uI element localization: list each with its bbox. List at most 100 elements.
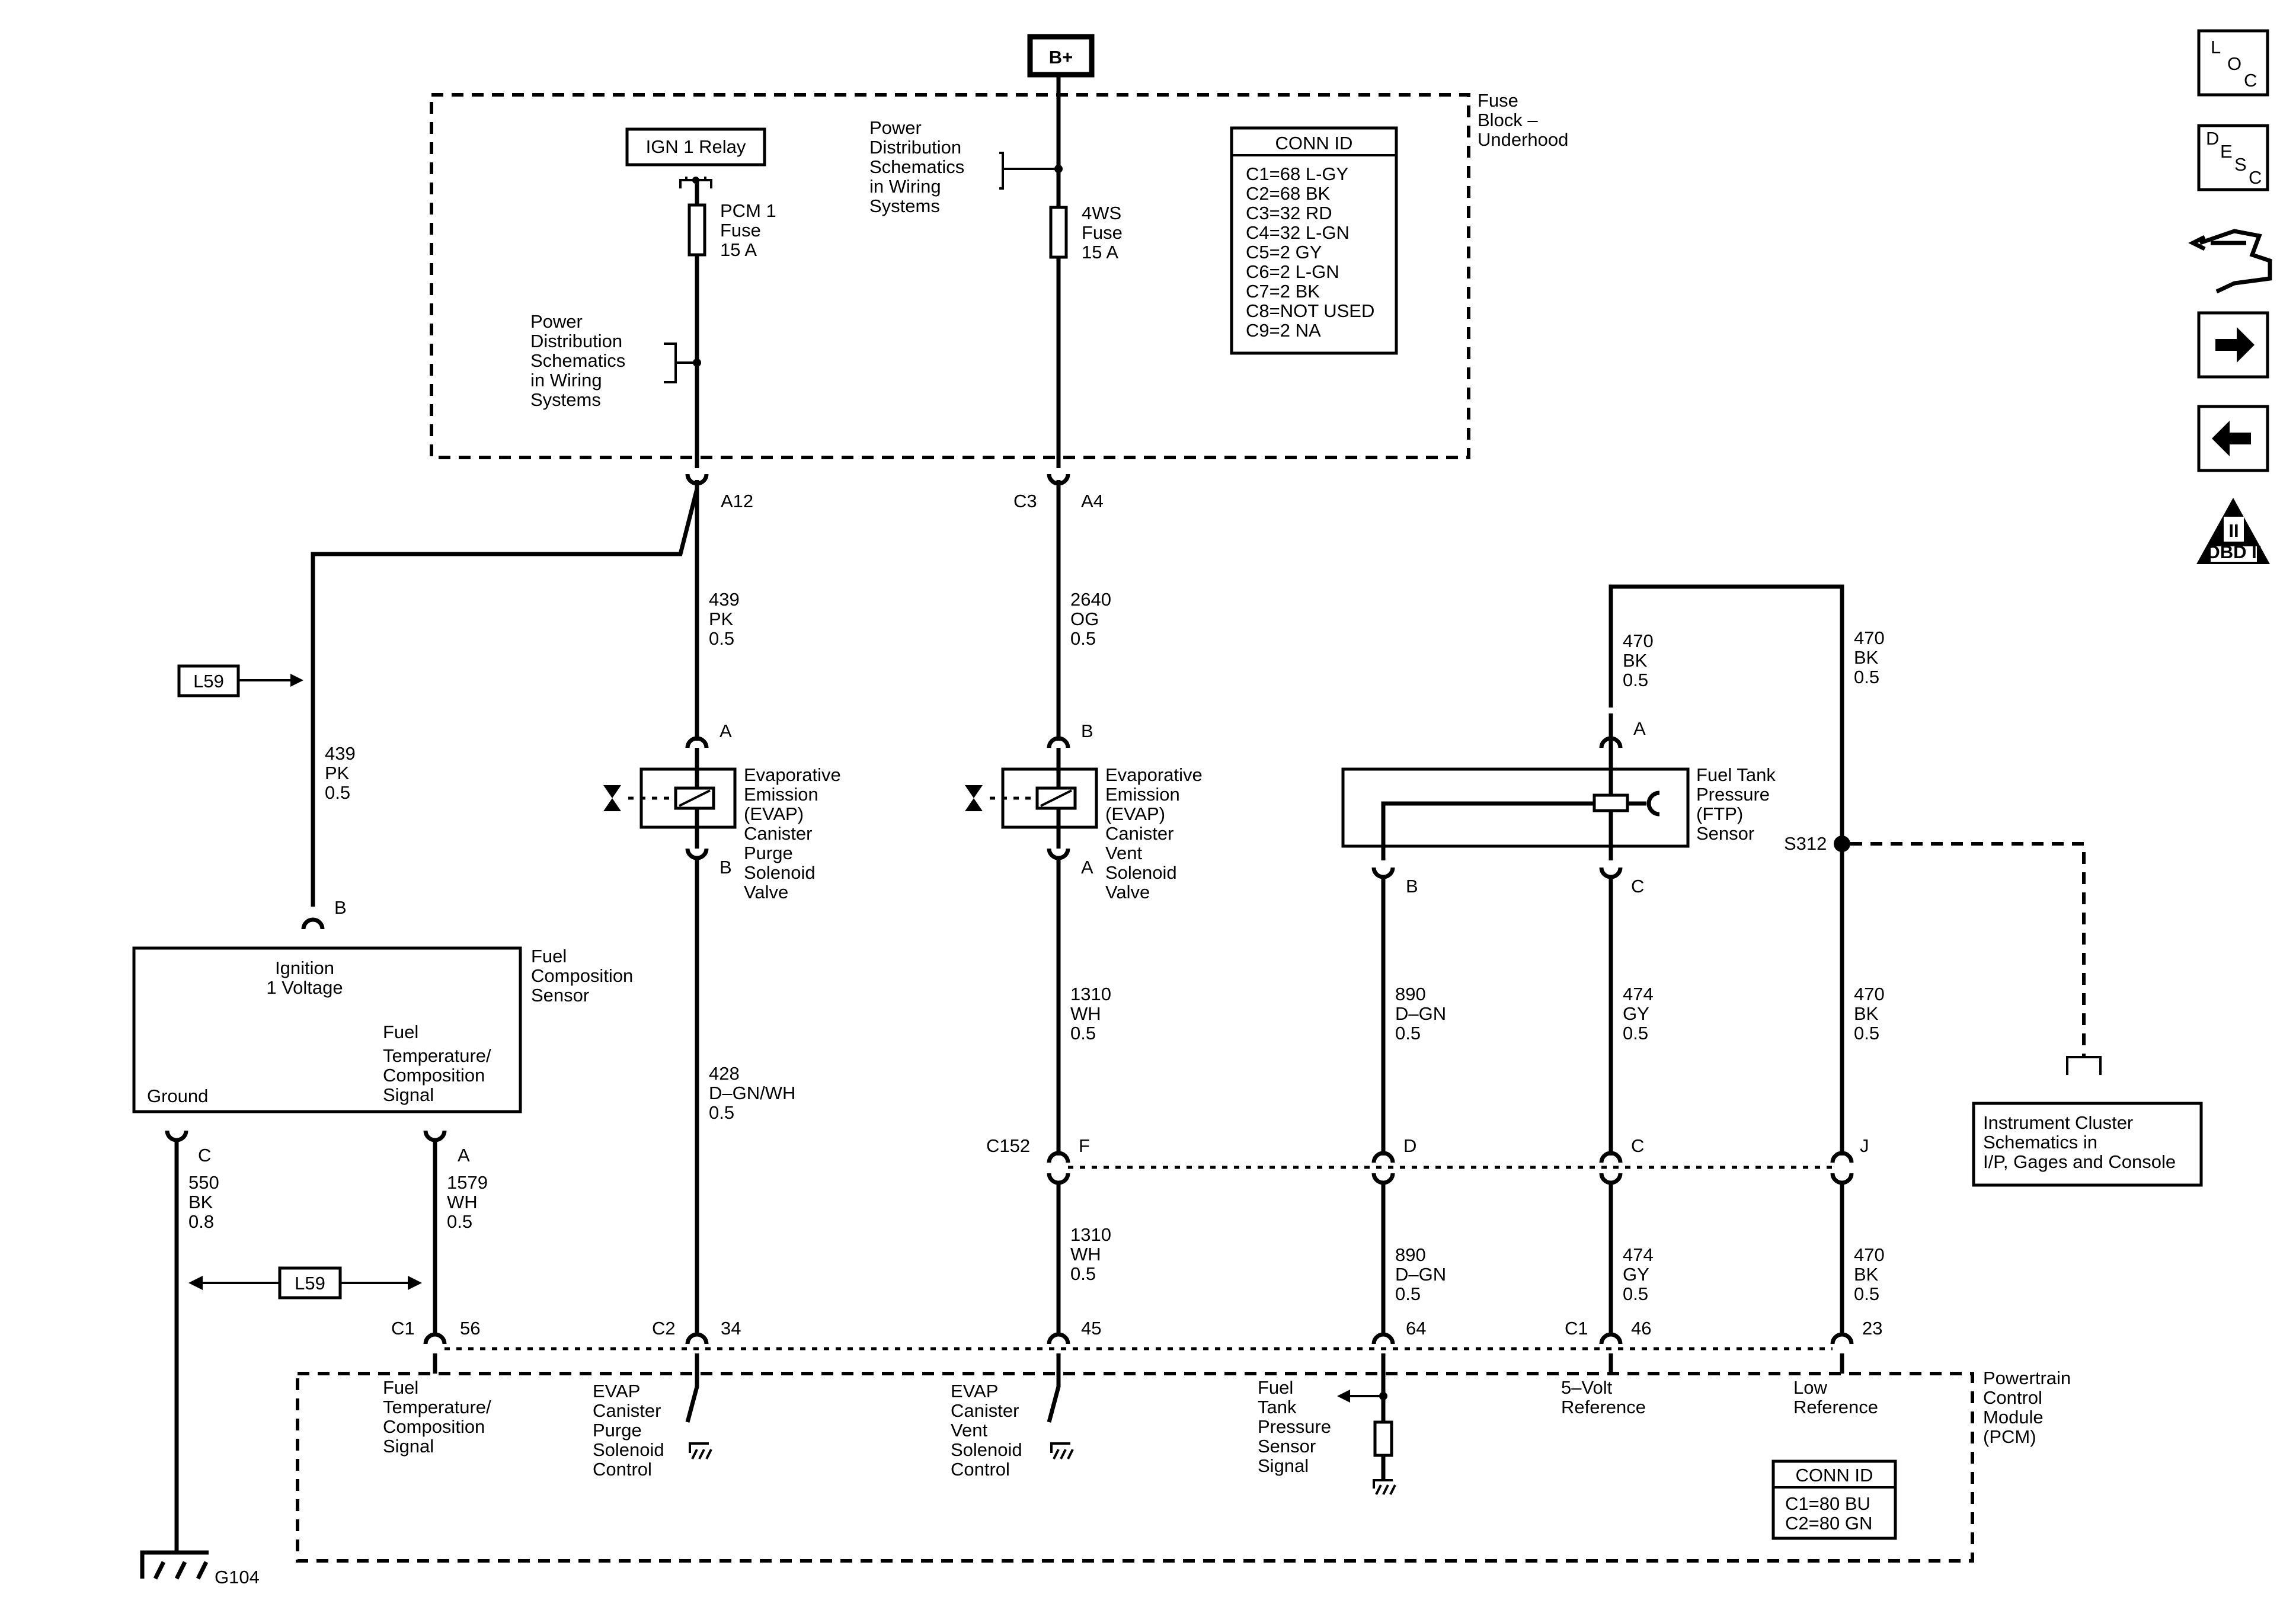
arrow-right-icon: [408, 1276, 422, 1290]
svg-text:C1=80 BU: C1=80 BU: [1785, 1493, 1870, 1514]
pressure-port-icon: [1646, 790, 1660, 817]
ftp-sensor-element-icon: [1593, 793, 1629, 812]
svg-text:A4: A4: [1081, 491, 1104, 511]
desc-button[interactable]: D E S C: [2197, 124, 2269, 191]
l59-option-tag-upper: [177, 664, 240, 697]
svg-text:C2=68 BK: C2=68 BK: [1246, 183, 1331, 204]
svg-text:0.5: 0.5: [709, 1102, 734, 1123]
svg-text:Signal: Signal: [383, 1436, 434, 1457]
svg-text:PK: PK: [325, 763, 350, 783]
fcs-ign-label: Ignition 1 Voltage: [266, 958, 343, 998]
wire-470-lower-label: 470 BK 0.5: [1854, 1244, 1885, 1304]
svg-text:J: J: [1860, 1135, 1869, 1156]
svg-text:BK: BK: [1623, 650, 1648, 671]
svg-text:56: 56: [460, 1318, 480, 1339]
svg-text:470: 470: [1854, 1244, 1885, 1265]
vent-valve-label: Evaporative Emission (EVAP) Canister Ven…: [1105, 764, 1203, 902]
svg-text:BK: BK: [1854, 1264, 1879, 1285]
connector-purge-a: [685, 736, 709, 748]
svg-text:A12: A12: [721, 491, 753, 511]
svg-text:470: 470: [1854, 984, 1885, 1004]
previous-page-button[interactable]: [2197, 405, 2269, 472]
svg-text:C8=NOT USED: C8=NOT USED: [1246, 300, 1374, 321]
svg-text:Distribution: Distribution: [869, 137, 961, 158]
svg-text:C: C: [2249, 167, 2262, 188]
svg-text:Fuel Tank: Fuel Tank: [1696, 764, 1776, 785]
svg-text:Solenoid: Solenoid: [1105, 862, 1177, 883]
wire-1579-label: 1579 WH 0.5: [447, 1172, 488, 1232]
svg-text:Power: Power: [530, 311, 583, 332]
svg-text:C1: C1: [1565, 1318, 1588, 1339]
svg-text:470: 470: [1623, 630, 1654, 651]
svg-text:C: C: [198, 1145, 211, 1166]
next-page-button[interactable]: [2197, 311, 2269, 379]
pcm-outline: [296, 1372, 1974, 1563]
loc-button[interactable]: L O C: [2197, 29, 2269, 97]
svg-text:B: B: [1406, 876, 1418, 897]
svg-text:Powertrain: Powertrain: [1983, 1368, 2071, 1388]
svg-text:Canister: Canister: [951, 1400, 1019, 1421]
connector-end-view-icon[interactable]: [2188, 229, 2272, 294]
valve-icon: [965, 785, 983, 798]
connector-fcs-c: [165, 1130, 188, 1142]
obd-ii-button[interactable]: II OBD II: [2196, 498, 2270, 564]
svg-text:Systems: Systems: [869, 196, 940, 216]
svg-text:Ignition: Ignition: [275, 958, 334, 978]
pcm-ground-icon: [689, 1442, 712, 1459]
svg-text:(FTP): (FTP): [1696, 804, 1743, 824]
pcm-ref5v-label: 5–Volt Reference: [1561, 1377, 1646, 1417]
svg-text:Reference: Reference: [1793, 1397, 1878, 1417]
svg-text:Tank: Tank: [1258, 1397, 1297, 1417]
svg-text:Pressure: Pressure: [1258, 1416, 1331, 1437]
purge-driver-switch-icon: [685, 1353, 699, 1423]
svg-text:L59: L59: [193, 671, 224, 692]
svg-text:EVAP: EVAP: [951, 1381, 998, 1401]
svg-text:Schematics in: Schematics in: [1983, 1132, 2097, 1153]
svg-text:D: D: [2206, 128, 2219, 149]
svg-text:1310: 1310: [1070, 1224, 1111, 1245]
conn-id-pcm-title: CONN ID: [1796, 1465, 1873, 1486]
wire-890-lower-label: 890 D–GN 0.5: [1395, 1244, 1446, 1304]
svg-text:Emission: Emission: [744, 784, 818, 805]
pcm-pin-56: [423, 1332, 447, 1345]
svg-text:C152: C152: [986, 1135, 1030, 1156]
svg-text:1310: 1310: [1070, 984, 1111, 1004]
svg-text:23: 23: [1862, 1318, 1882, 1339]
conn-id-top-title: CONN ID: [1275, 133, 1353, 153]
svg-text:0.5: 0.5: [447, 1211, 472, 1232]
svg-text:Reference: Reference: [1561, 1397, 1646, 1417]
svg-text:O: O: [2227, 53, 2241, 74]
pcm-title: Powertrain Control Module (PCM): [1983, 1368, 2071, 1447]
wire-428-label: 428 D–GN/WH 0.5: [709, 1063, 795, 1123]
c152-d: [1371, 1151, 1395, 1163]
svg-text:0.5: 0.5: [1854, 667, 1879, 687]
svg-text:C3: C3: [1013, 491, 1037, 511]
svg-text:46: 46: [1631, 1318, 1651, 1339]
power-dist-top-label: Power Distribution Schematics in Wiring …: [869, 117, 964, 216]
wire-470-a-label: 470 BK 0.5: [1623, 630, 1654, 690]
svg-text:439: 439: [325, 743, 356, 764]
svg-text:Composition: Composition: [383, 1065, 485, 1086]
svg-text:Composition: Composition: [383, 1416, 485, 1437]
svg-text:Vent: Vent: [1105, 843, 1142, 863]
svg-text:in Wiring: in Wiring: [869, 176, 941, 197]
vent-driver-switch-icon: [1047, 1353, 1061, 1423]
svg-text:D–GN/WH: D–GN/WH: [709, 1083, 795, 1103]
connector-vent-a: [1047, 848, 1070, 860]
power-dist-left-label: Power Distribution Schematics in Wiring …: [530, 311, 625, 410]
wire-439-branch: [311, 480, 699, 907]
svg-text:(EVAP): (EVAP): [744, 804, 804, 824]
svg-text:Solenoid: Solenoid: [951, 1439, 1022, 1460]
wire-470-mid-label: 470 BK 0.5: [1854, 984, 1885, 1044]
svg-text:B: B: [1081, 721, 1093, 741]
svg-text:C: C: [1631, 1135, 1644, 1156]
svg-text:Power: Power: [869, 117, 922, 138]
splice-s312: [1834, 836, 1850, 852]
ign-relay-label: IGN 1 Relay: [646, 136, 746, 157]
svg-text:Distribution: Distribution: [530, 331, 622, 351]
svg-text:C1: C1: [391, 1318, 415, 1339]
svg-text:WH: WH: [1070, 1244, 1101, 1265]
svg-text:PCM 1: PCM 1: [720, 200, 776, 221]
svg-text:I/P, Gages and Console: I/P, Gages and Console: [1983, 1151, 2176, 1172]
